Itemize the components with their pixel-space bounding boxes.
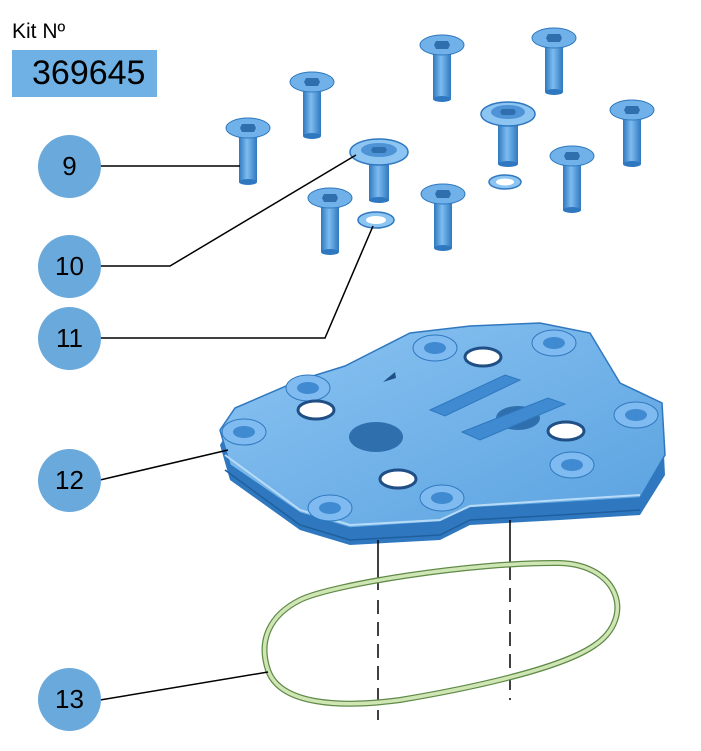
washer <box>488 174 522 190</box>
callout-11: 11 <box>38 307 101 370</box>
callout-9: 9 <box>38 135 101 198</box>
kit-label: Kit Nº <box>12 20 66 43</box>
leader-lines <box>99 154 374 701</box>
screw <box>549 145 595 214</box>
screw <box>609 99 655 168</box>
callout-10: 10 <box>38 235 101 298</box>
shoulder-screw <box>349 138 409 203</box>
leader-line-10 <box>100 154 357 267</box>
leader-line-13 <box>99 671 269 701</box>
screw <box>225 117 271 186</box>
screw <box>419 34 465 103</box>
leader-line-11 <box>100 225 374 339</box>
screw <box>289 71 335 140</box>
screw <box>420 183 466 252</box>
valve-plate <box>219 322 666 545</box>
o-ring <box>261 559 621 707</box>
screw <box>307 187 353 256</box>
callout-13: 13 <box>38 668 101 731</box>
shoulder-screw <box>480 101 536 167</box>
screw <box>531 27 577 96</box>
washer <box>357 211 395 229</box>
leader-line-12 <box>99 449 229 481</box>
callout-12: 12 <box>38 449 101 512</box>
kit-number: 369645 <box>12 50 157 97</box>
